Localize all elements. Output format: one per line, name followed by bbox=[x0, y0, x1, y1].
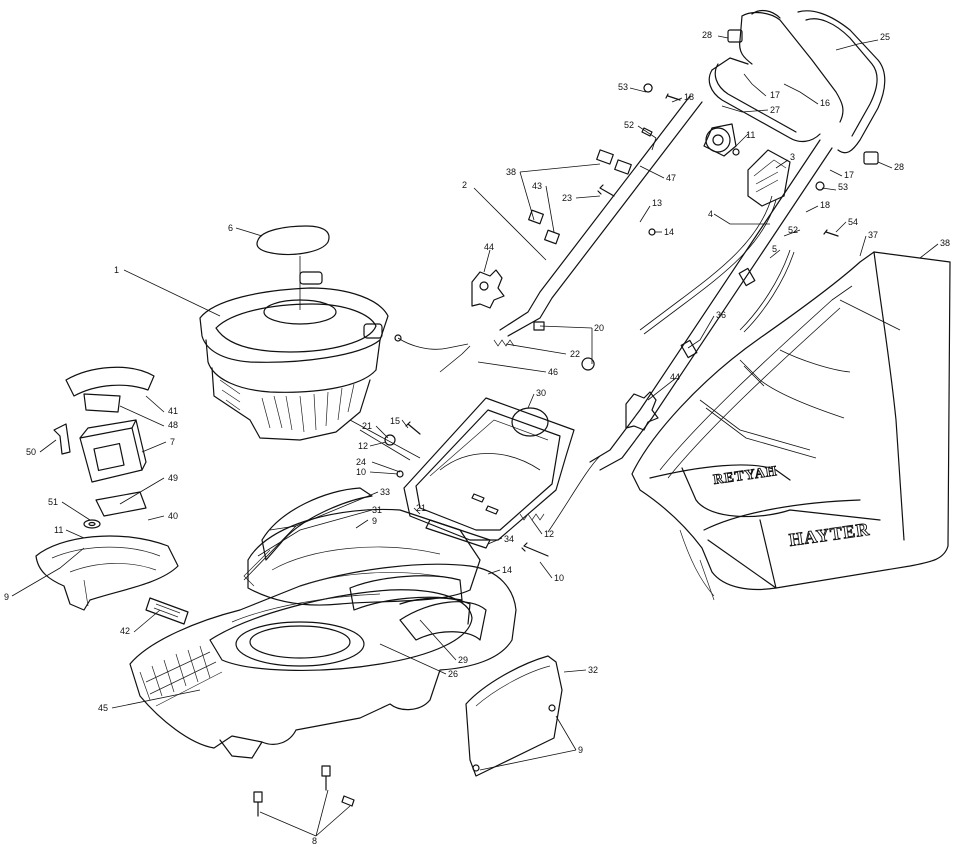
cowl-parts bbox=[35, 366, 189, 625]
callout-38-box: 38 bbox=[940, 238, 950, 248]
callout-34: 34 bbox=[504, 534, 514, 544]
callout-14: 14 bbox=[664, 227, 674, 237]
callout-17-lower: 17 bbox=[844, 170, 854, 180]
callout-53-lower: 53 bbox=[838, 182, 848, 192]
callout-21-lower: 21 bbox=[416, 503, 426, 513]
callout-30: 30 bbox=[536, 388, 546, 398]
grass-box bbox=[631, 251, 951, 601]
callout-12-lower: 12 bbox=[544, 529, 554, 539]
callout-50: 50 bbox=[26, 447, 36, 457]
callout-6: 6 bbox=[228, 223, 233, 233]
brand-mark-mirrored: RETYAH bbox=[712, 464, 778, 488]
side-flap bbox=[465, 655, 563, 777]
brand-mark: HAYTER bbox=[788, 519, 871, 550]
filter-pad bbox=[256, 225, 330, 310]
callout-44: 44 bbox=[484, 242, 494, 252]
callout-43: 43 bbox=[532, 181, 542, 191]
callout-18: 18 bbox=[684, 92, 694, 102]
callout-22: 22 bbox=[570, 349, 580, 359]
handle-assembly bbox=[471, 9, 886, 471]
callout-18-lower: 18 bbox=[820, 200, 830, 210]
callout-47: 47 bbox=[666, 173, 676, 183]
callout-10-lower: 10 bbox=[554, 573, 564, 583]
callout-9: 9 bbox=[372, 516, 377, 526]
mower-deck bbox=[129, 397, 601, 759]
callout-53: 53 bbox=[618, 82, 628, 92]
callout-23: 23 bbox=[562, 193, 572, 203]
callout-52-lower: 52 bbox=[788, 225, 798, 235]
callout-20: 20 bbox=[594, 323, 604, 333]
deck-bolts bbox=[253, 765, 355, 817]
callout-36: 36 bbox=[716, 310, 726, 320]
callout-3: 3 bbox=[790, 152, 795, 162]
callout-48: 48 bbox=[168, 420, 178, 430]
callout-2: 2 bbox=[462, 180, 467, 190]
callout-13: 13 bbox=[652, 198, 662, 208]
callout-28: 28 bbox=[702, 30, 712, 40]
callout-46: 46 bbox=[548, 367, 558, 377]
callout-11: 11 bbox=[746, 130, 755, 140]
leader-lines bbox=[11, 35, 939, 837]
callout-15: 15 bbox=[390, 416, 400, 426]
callout-41: 41 bbox=[168, 406, 178, 416]
callout-52: 52 bbox=[624, 120, 634, 130]
callout-51: 51 bbox=[48, 497, 58, 507]
callout-8: 8 bbox=[312, 836, 317, 846]
callout-54: 54 bbox=[848, 217, 858, 227]
callout-37: 37 bbox=[868, 230, 878, 240]
callout-28-right: 28 bbox=[894, 162, 904, 172]
engine bbox=[199, 271, 471, 441]
callout-4: 4 bbox=[708, 209, 713, 219]
callout-26: 26 bbox=[448, 669, 458, 679]
callout-9-left: 9 bbox=[4, 592, 9, 602]
callout-11-lower: 11 bbox=[54, 525, 63, 535]
callout-labels: 28 25 53 18 17 16 27 52 11 3 28 17 53 2 … bbox=[4, 30, 950, 846]
callout-32: 32 bbox=[588, 665, 598, 675]
callout-33: 33 bbox=[380, 487, 390, 497]
callout-27: 27 bbox=[770, 105, 780, 115]
callout-25: 25 bbox=[880, 32, 890, 42]
callout-12: 12 bbox=[358, 441, 368, 451]
callout-7: 7 bbox=[170, 437, 175, 447]
callout-17: 17 bbox=[770, 90, 780, 100]
callout-1: 1 bbox=[114, 265, 119, 275]
callout-31: 31 bbox=[372, 505, 382, 515]
callout-29: 29 bbox=[458, 655, 468, 665]
callout-10: 10 bbox=[356, 467, 366, 477]
callout-16: 16 bbox=[820, 98, 830, 108]
callout-45: 45 bbox=[98, 703, 108, 713]
callout-38: 38 bbox=[506, 167, 516, 177]
callout-44-lower: 44 bbox=[670, 372, 680, 382]
callout-9-flap: 9 bbox=[578, 745, 583, 755]
callout-40: 40 bbox=[168, 511, 178, 521]
callout-24: 24 bbox=[356, 457, 366, 467]
callout-49: 49 bbox=[168, 473, 178, 483]
callout-42: 42 bbox=[120, 626, 130, 636]
callout-21: 21 bbox=[362, 421, 372, 431]
callout-14-lower: 14 bbox=[502, 565, 512, 575]
callout-5: 5 bbox=[772, 244, 777, 254]
